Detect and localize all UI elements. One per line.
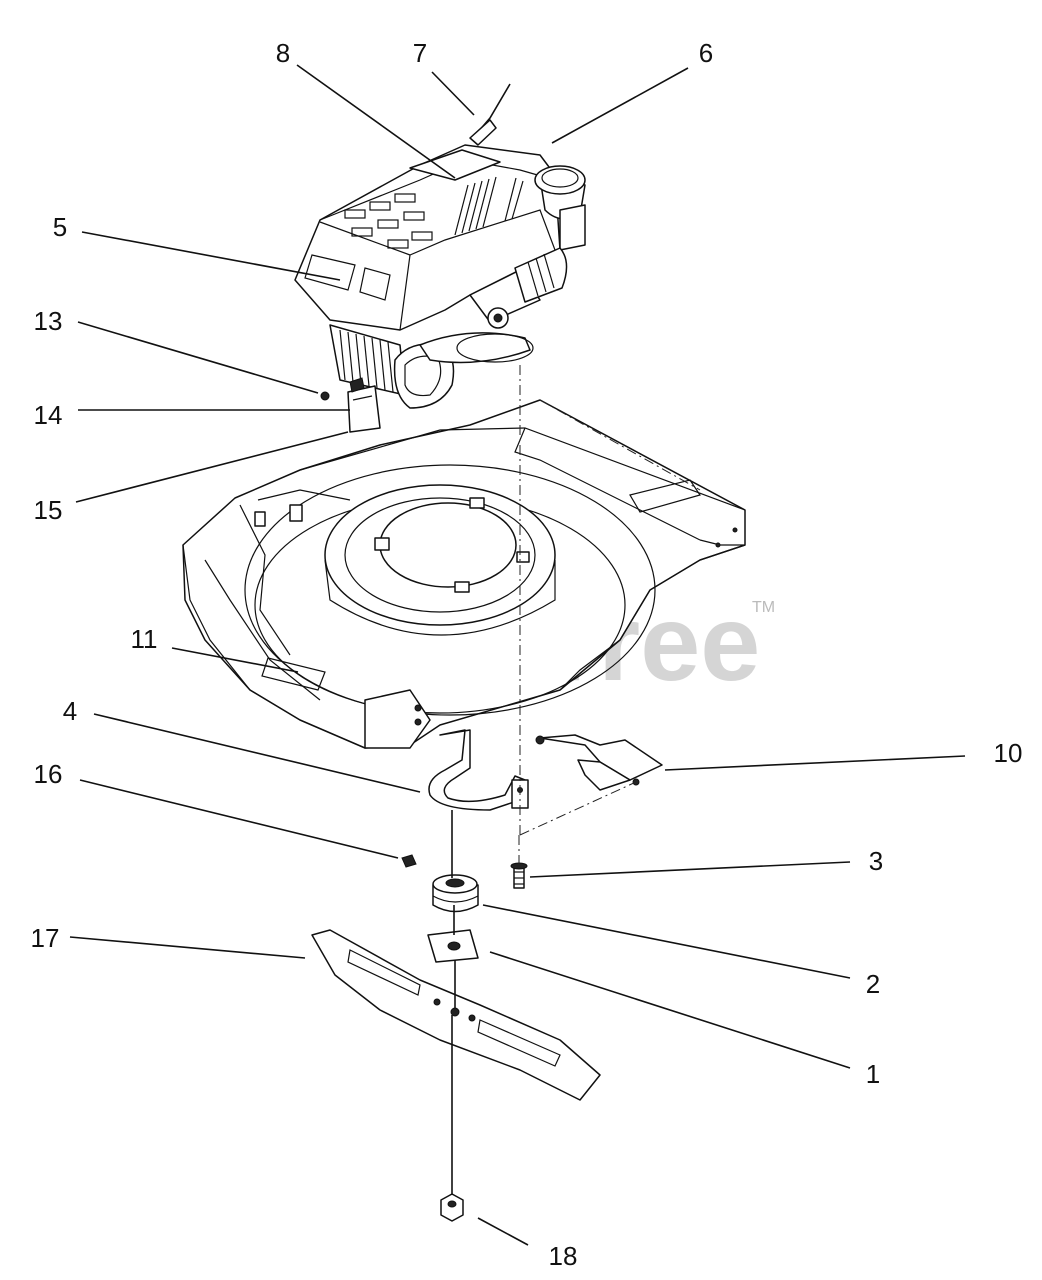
part-18-nut — [440, 1193, 464, 1222]
part-16-key — [401, 854, 417, 868]
callout-15: 15 — [34, 495, 63, 525]
part-17-blade — [311, 929, 601, 1101]
callout-6: 6 — [699, 38, 713, 68]
callout-5: 5 — [53, 212, 67, 242]
part-2-adapter — [432, 874, 479, 913]
callout-14: 14 — [34, 400, 63, 430]
callout-8: 8 — [276, 38, 290, 68]
callout-2: 2 — [866, 969, 880, 999]
watermark-tm: TM — [752, 599, 775, 616]
callout-10: 10 — [994, 738, 1023, 768]
callout-11: 11 — [131, 624, 158, 654]
callout-4: 4 — [63, 696, 77, 726]
callout-16: 16 — [34, 759, 63, 789]
part-5-engine — [294, 83, 586, 409]
callout-13: 13 — [34, 306, 63, 336]
part-10-baffle — [535, 734, 663, 791]
part-4-blade-adapter — [428, 729, 529, 811]
callout-1: 1 — [866, 1059, 880, 1089]
callout-18: 18 — [549, 1241, 578, 1271]
callout-labels: 8 7 6 5 13 14 15 11 4 10 16 3 17 2 1 18 — [31, 38, 1023, 1271]
part-3-bolt — [510, 862, 528, 889]
part-13-14-15-decal — [320, 377, 381, 433]
callout-7: 7 — [413, 38, 427, 68]
leader-lines — [69, 64, 966, 1246]
callout-17: 17 — [31, 923, 60, 953]
assembly-lines — [451, 365, 701, 1195]
part-1-washer — [427, 929, 479, 963]
callout-3: 3 — [869, 846, 883, 876]
part-11-deck — [182, 399, 746, 749]
